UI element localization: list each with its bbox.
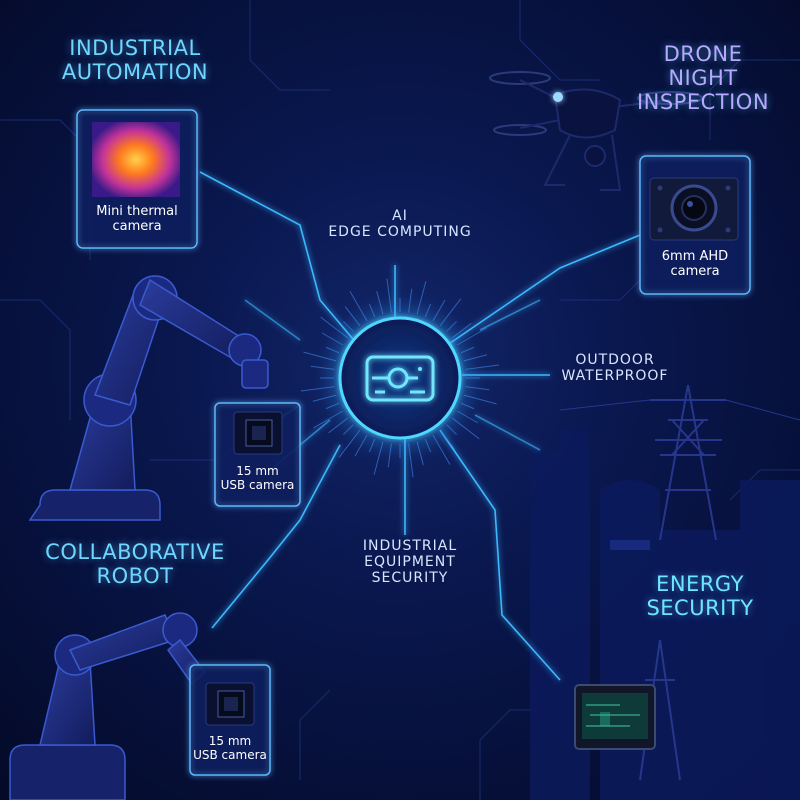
hub-ray <box>432 434 451 465</box>
connection-lines <box>199 171 641 681</box>
hub-ray <box>321 332 344 346</box>
robot-arm-icon <box>28 275 269 521</box>
robot-arm-icon <box>9 612 207 800</box>
hub-ray <box>456 410 479 424</box>
hub-ray <box>338 430 361 458</box>
card-ahd[interactable] <box>639 155 751 295</box>
hub-ray <box>408 443 414 478</box>
hub-ray <box>465 386 490 391</box>
power-tower-icon <box>559 384 800 781</box>
camera-lens-icon <box>649 177 739 241</box>
silo-icon <box>600 480 660 800</box>
hub-ray <box>432 299 446 322</box>
hub-ray <box>439 298 462 326</box>
line-ahd <box>439 234 641 351</box>
line-energy <box>439 429 561 681</box>
hub-ray <box>373 441 384 475</box>
hub-ray <box>349 291 368 322</box>
card-usb-bottom[interactable] <box>189 664 271 776</box>
monitor-icon <box>574 684 656 750</box>
line-collab <box>211 444 341 629</box>
camera-chip-icon <box>233 411 283 455</box>
hub-ray <box>463 394 497 405</box>
hub-ray <box>320 316 348 339</box>
hub-ray <box>386 278 392 313</box>
card-thermal[interactable] <box>76 109 198 249</box>
card-usb-top[interactable] <box>214 402 301 507</box>
thermal-image-icon <box>92 122 180 197</box>
hub-ray <box>416 281 427 315</box>
hub-ray <box>387 443 392 468</box>
drone-icon <box>489 71 703 191</box>
hub-ray <box>465 364 500 370</box>
card-monitor[interactable] <box>574 684 656 750</box>
camera-chip-icon <box>205 682 255 726</box>
hub-ray <box>303 351 337 362</box>
hub-ray <box>408 288 413 313</box>
central-hub[interactable] <box>330 308 470 448</box>
hub-ray <box>456 327 487 346</box>
camera-module-icon <box>365 355 435 402</box>
hub-ray <box>452 417 480 440</box>
hub-ray <box>313 410 344 429</box>
line-thermal <box>199 171 359 346</box>
hub-ray <box>354 434 368 457</box>
hub-ray <box>310 365 335 370</box>
hub-ray <box>300 386 335 392</box>
